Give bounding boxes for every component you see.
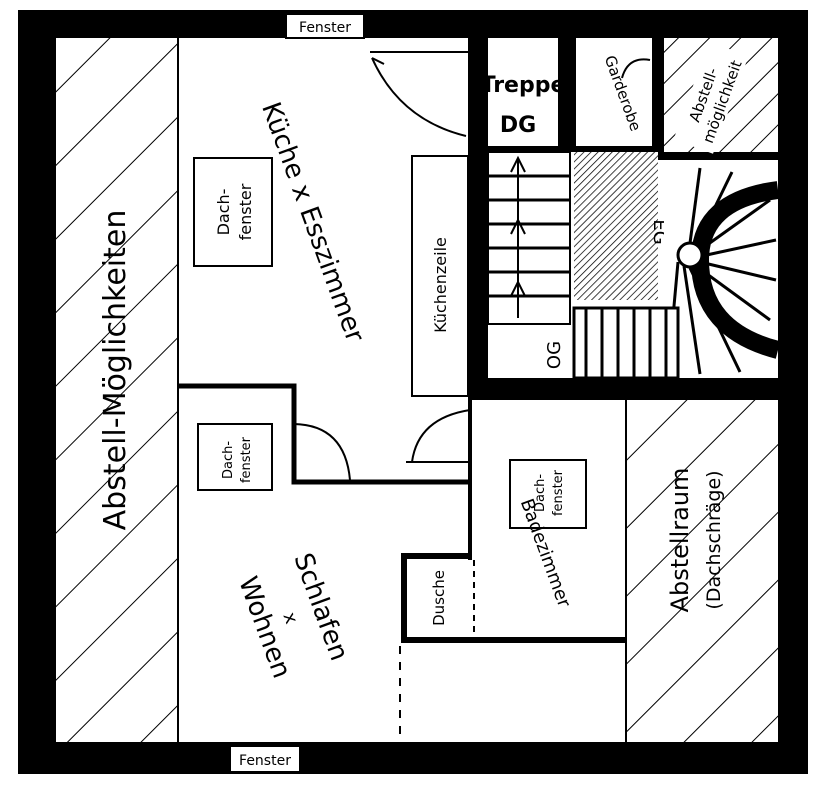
storage-top-right: Abstell- möglichkeit (664, 38, 778, 154)
svg-text:OG: OG (544, 341, 565, 369)
svg-text:Küchenzeile: Küchenzeile (431, 237, 450, 333)
svg-text:x: x (278, 610, 301, 628)
svg-text:Dach-: Dach- (214, 189, 233, 236)
spiral-stair (664, 160, 781, 378)
window-top: Fenster (285, 13, 365, 39)
window-bottom: Fenster (229, 745, 301, 773)
svg-text:Dusche: Dusche (430, 570, 448, 626)
straight-stair (487, 151, 571, 325)
svg-text:Abstellraum: Abstellraum (666, 468, 694, 613)
lower-stair: OG (544, 306, 680, 380)
middle-room: Dach- fenster (178, 383, 470, 491)
outer-walls (18, 10, 808, 774)
svg-text:fenster: fenster (551, 469, 566, 516)
svg-text:DG: DG (500, 113, 536, 138)
svg-text:Wohnen: Wohnen (232, 573, 296, 682)
kitchen-unit: Küchenzeile (411, 155, 469, 397)
svg-text:Dach-: Dach- (533, 474, 548, 512)
storage-right-area: Abstellraum (Dachschräge) (625, 400, 778, 742)
svg-text:Dach-: Dach- (221, 441, 236, 479)
stair-walls (468, 38, 778, 400)
svg-text:Fenster: Fenster (299, 20, 351, 36)
svg-text:Fenster: Fenster (239, 753, 291, 769)
stair-landing: EG (574, 152, 670, 300)
svg-text:Schlafen: Schlafen (287, 549, 354, 665)
living-sleeping-label: Wohnen x Schlafen (232, 549, 354, 682)
skylight-top: Dach- fenster (193, 157, 273, 267)
storage-left-area: Abstell-Möglichkeiten (56, 38, 179, 742)
svg-text:fenster: fenster (239, 436, 254, 483)
stair-dg-label: Treppe DG (481, 73, 566, 138)
svg-text:Treppe: Treppe (481, 73, 566, 98)
svg-text:(Dachschräge): (Dachschräge) (703, 470, 725, 609)
svg-text:Abstell-Möglichkeiten: Abstell-Möglichkeiten (98, 210, 133, 531)
entry-door (370, 51, 468, 137)
svg-text:fenster: fenster (236, 183, 255, 240)
wardrobe: Garderobe (576, 38, 652, 146)
shower: Dusche (401, 553, 626, 643)
